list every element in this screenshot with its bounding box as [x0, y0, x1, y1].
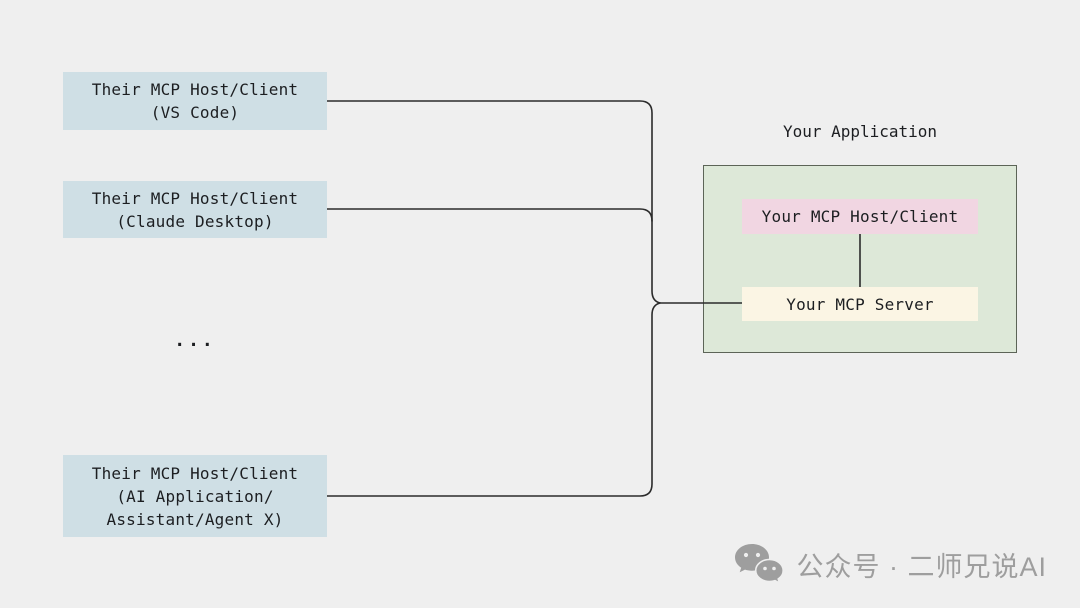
- connector-aiapp-to-trunk: [326, 302, 661, 497]
- box-your-mcp-server: Your MCP Server: [742, 287, 978, 321]
- box-label-line: Their MCP Host/Client: [91, 188, 299, 208]
- box-their-mcp-host-vscode: Their MCP Host/Client (VS Code): [63, 72, 327, 130]
- connector-vscode-to-server: [326, 100, 743, 304]
- box-label-line: Your MCP Host/Client: [761, 207, 959, 226]
- wechat-icon: [735, 544, 785, 585]
- watermark-text: 公众号 · 二师兄说AI: [796, 551, 1047, 582]
- your-application-title: Your Application: [782, 122, 938, 141]
- box-label-line: (Claude Desktop): [116, 211, 274, 231]
- your-application-container: [703, 165, 1017, 353]
- box-label-line: (AI Application/: [116, 486, 274, 506]
- box-label-line: (VS Code): [150, 103, 240, 122]
- watermark: 公众号 · 二师兄说AI: [734, 542, 1047, 586]
- box-label-line: Assistant/Agent X): [106, 509, 284, 529]
- box-label-line: Their MCP Host/Client: [91, 80, 299, 99]
- connector-claude-to-trunk: [326, 208, 653, 222]
- box-their-mcp-host-ai-application: Their MCP Host/Client (AI Application/ A…: [63, 455, 327, 537]
- more-hosts-ellipsis: ...: [174, 330, 216, 351]
- box-your-mcp-host-client: Your MCP Host/Client: [742, 199, 978, 234]
- box-label-line: Your MCP Server: [786, 294, 934, 314]
- box-their-mcp-host-claude-desktop: Their MCP Host/Client (Claude Desktop): [63, 181, 327, 238]
- box-label-line: Their MCP Host/Client: [91, 463, 299, 483]
